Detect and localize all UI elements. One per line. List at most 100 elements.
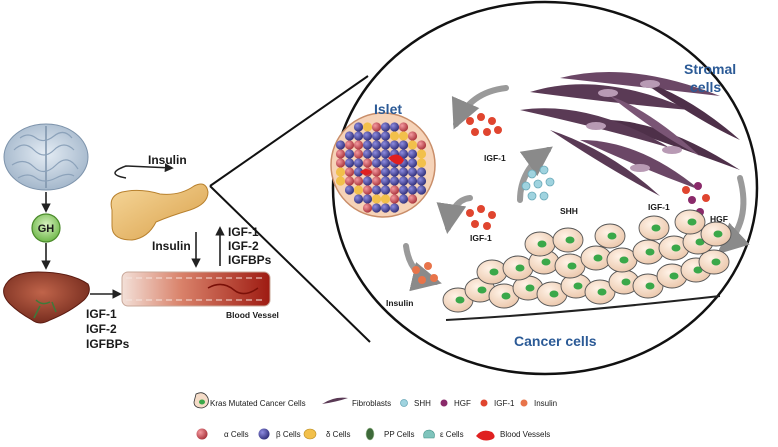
- islet-cell: [416, 176, 427, 186]
- islet-cell: [389, 140, 400, 150]
- islet-cell: [389, 167, 400, 177]
- cancer-cell-nucleus: [489, 268, 499, 276]
- islet-cell: [335, 158, 346, 168]
- islet-cell: [416, 140, 427, 150]
- legend-insulin-label: Insulin: [534, 399, 557, 408]
- islet-cell: [380, 158, 391, 168]
- islet-cell: [389, 122, 400, 132]
- islet-cell: [335, 176, 346, 186]
- islet-cell: [335, 140, 346, 150]
- islet-cell: [344, 140, 355, 150]
- cancer-cell-nucleus: [669, 272, 679, 280]
- brain-icon: [3, 123, 89, 191]
- islet-cell: [335, 167, 346, 177]
- islet-cell: [353, 149, 364, 159]
- islet-cell: [416, 149, 427, 159]
- islet-blood-vessel: [360, 154, 404, 175]
- islet-cell: [407, 185, 418, 195]
- cancer-cell-nucleus: [619, 256, 629, 264]
- islet-cell: [380, 167, 391, 177]
- cancer-cell-nucleus: [671, 244, 681, 252]
- islet-cell: [344, 158, 355, 168]
- stroma-to-cancer-arrow: [717, 175, 750, 255]
- islet-cell: [407, 149, 418, 159]
- cancer-cell-nucleus: [573, 282, 583, 290]
- islet-cell: [371, 149, 382, 159]
- cancer-cell-nucleus: [477, 286, 487, 294]
- cancer-cell-nucleus: [567, 262, 577, 270]
- islet-cell: [398, 149, 409, 159]
- igf1-hgf-dots-right: [682, 182, 710, 216]
- cancer-cell-nucleus: [711, 258, 721, 266]
- igf1-dots-top: [466, 113, 502, 136]
- zoom-line-top: [209, 75, 369, 187]
- islet-cell: [371, 185, 382, 195]
- cancer-cell-nucleus: [645, 282, 655, 290]
- up-factor-igfbps: IGFBPs: [228, 253, 272, 267]
- igf1-mid-label: IGF-1: [470, 233, 492, 243]
- islet-cell: [380, 185, 391, 195]
- legend-beta-label: β Cells: [276, 430, 301, 439]
- pancreas-insulin-label: Insulin: [148, 153, 187, 167]
- islet-cell: [371, 122, 382, 132]
- islet-cell: [380, 140, 391, 150]
- cancer-cell-nucleus: [515, 264, 525, 272]
- islet-cluster: [330, 112, 436, 218]
- islet-cell: [353, 131, 364, 141]
- igf1-dots-mid: [466, 205, 496, 230]
- cancer-cell-nucleus: [687, 218, 697, 226]
- islet-cell: [398, 140, 409, 150]
- stromal-label-line2: cells: [690, 79, 721, 95]
- legend-alpha-label: α Cells: [224, 430, 249, 439]
- legend-igf1-label: IGF-1: [494, 399, 515, 408]
- islet-cell: [362, 176, 373, 186]
- shh-dots: [521, 165, 555, 201]
- stromal-to-islet-arrow: [451, 85, 509, 130]
- islet-cell: [380, 149, 391, 159]
- legend-beta-icon: [258, 428, 270, 440]
- insulin-dots: [412, 262, 438, 284]
- shh-to-stroma-arrow: [517, 146, 553, 203]
- stromal-label-line1: Stromal: [684, 61, 736, 77]
- legend-fibroblast-label: Fibroblasts: [352, 399, 391, 408]
- legend-igf1-dot: [480, 399, 488, 407]
- islet-cell: [398, 167, 409, 177]
- up-factor-igf1: IGF-1: [228, 225, 259, 239]
- blood-vessel-icon: [121, 271, 271, 307]
- up-factor-list: IGF-1 IGF-2 IGFBPs: [228, 225, 272, 267]
- islet-cell: [371, 140, 382, 150]
- cancer-cell-nucleus: [713, 230, 723, 238]
- insulin-loop-arrow: [114, 163, 174, 179]
- islet-cell: [335, 149, 346, 159]
- cancer-cell-nucleus: [455, 296, 465, 304]
- islet-cell: [353, 185, 364, 195]
- islet-cell: [353, 122, 364, 132]
- islet-cell: [389, 185, 400, 195]
- legend-pp-label: PP Cells: [384, 430, 415, 439]
- legend-hgf-label: HGF: [454, 399, 471, 408]
- cancer-cell-nucleus: [693, 266, 703, 274]
- hgf-label: HGF: [710, 214, 728, 224]
- islet-cell: [407, 167, 418, 177]
- islet-label: Islet: [374, 101, 402, 117]
- legend-fibroblast-icon: [322, 397, 348, 404]
- liver-factor-igf2: IGF-2: [86, 322, 117, 336]
- cancer-cell-nucleus: [695, 238, 705, 246]
- islet-cell: [353, 194, 364, 204]
- islet-cell: [407, 176, 418, 186]
- cancer-cell-layer: [442, 209, 732, 321]
- islet-cell: [416, 167, 427, 177]
- islet-cell: [371, 131, 382, 141]
- islet-cell: [389, 194, 400, 204]
- cancer-cell-nucleus: [537, 240, 547, 248]
- islet-cell: [371, 203, 382, 213]
- islet-cell: [371, 158, 382, 168]
- islet-cell: [362, 140, 373, 150]
- islet-cell: [398, 185, 409, 195]
- legend-delta-label: δ Cells: [326, 430, 350, 439]
- insulin-label: Insulin: [386, 298, 413, 308]
- islet-cell: [362, 194, 373, 204]
- legend-shh-dot: [400, 399, 408, 407]
- legend-insulin-dot: [520, 399, 528, 407]
